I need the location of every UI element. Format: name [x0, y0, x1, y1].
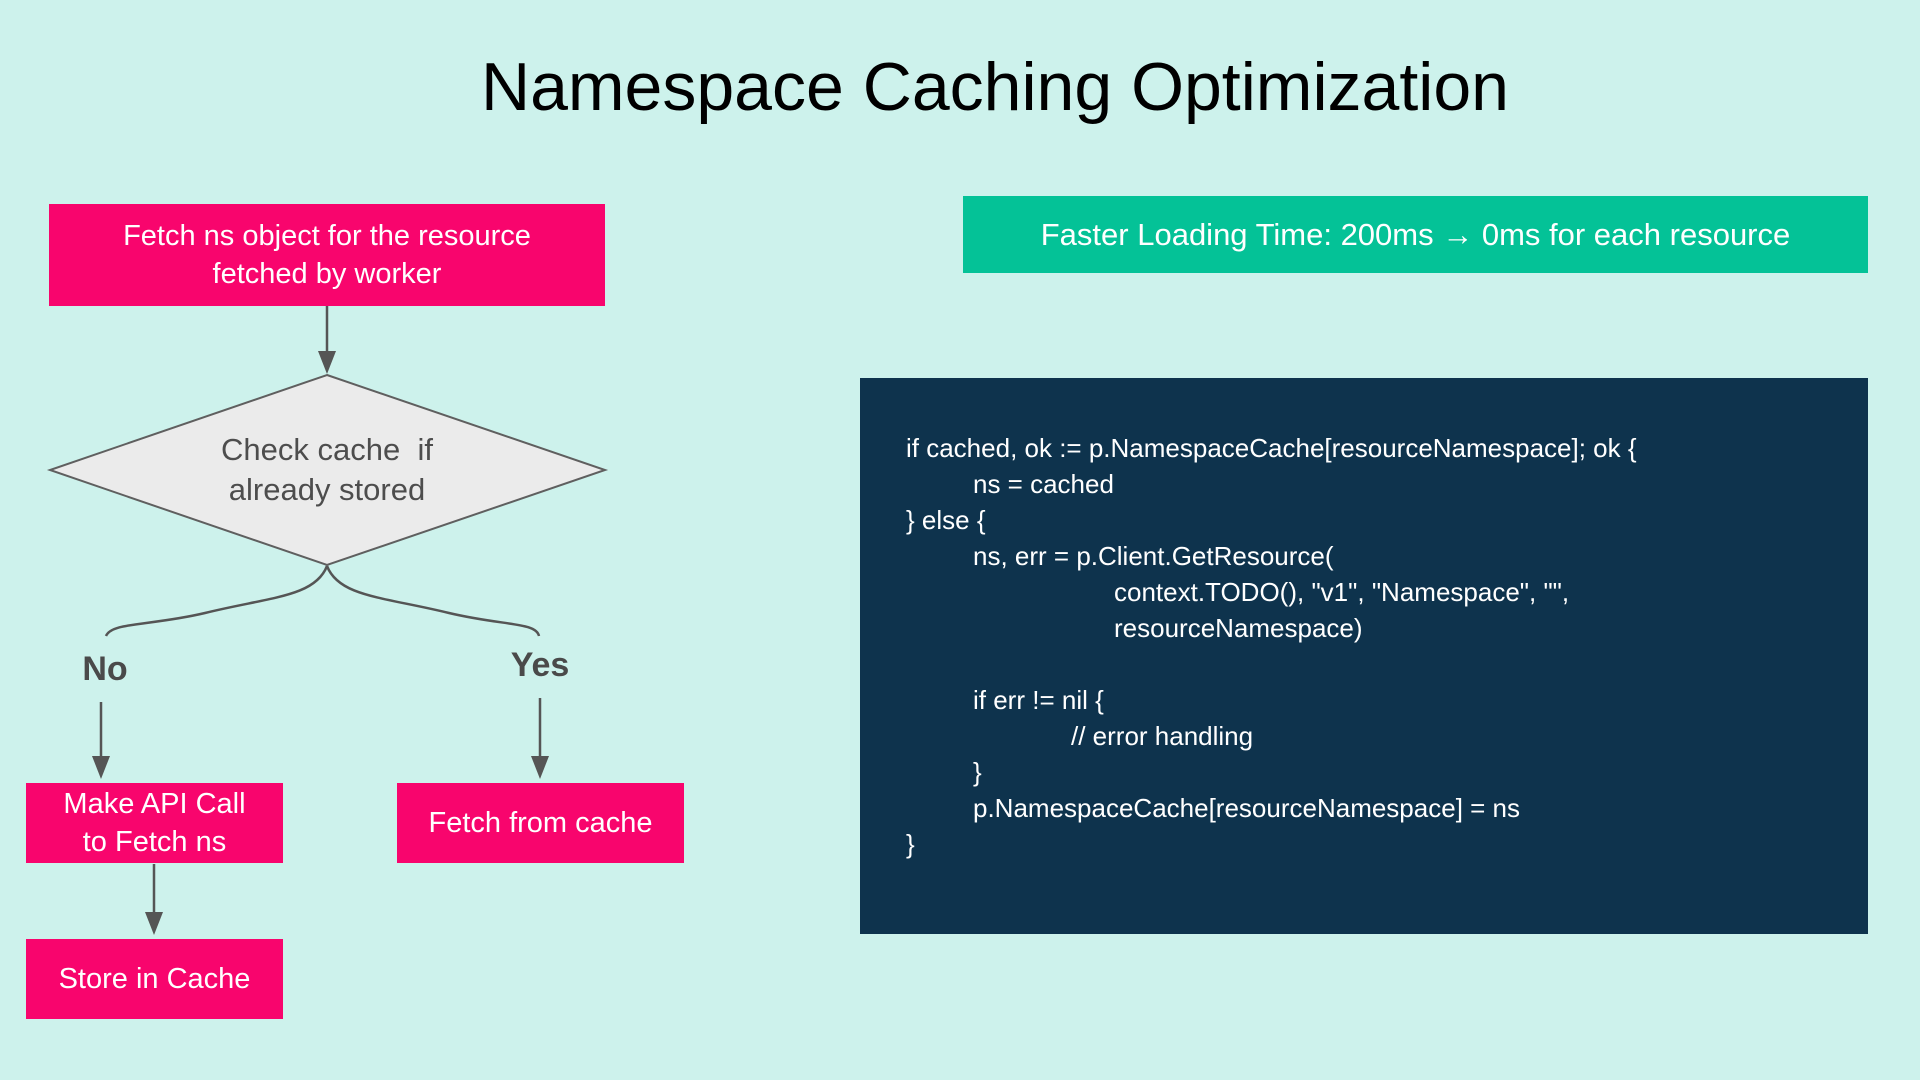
benefit-banner: Faster Loading Time: 200ms → 0ms for eac…: [963, 196, 1868, 273]
flow-node-fetch-from-cache: Fetch from cache: [397, 783, 684, 863]
code-line: [906, 646, 1848, 682]
code-line: p.NamespaceCache[resourceNamespace] = ns: [973, 793, 1521, 823]
flow-node-start: Fetch ns object for the resource fetched…: [49, 204, 605, 306]
flow-node-make-api-call: Make API Call to Fetch ns: [26, 783, 283, 863]
arrow-yes-to-fetchcache: [531, 698, 549, 779]
code-line: if cached, ok := p.NamespaceCache[resour…: [906, 433, 1637, 463]
code-line: context.TODO(), "v1", "Namespace", "",: [1114, 577, 1570, 607]
branch-label-no: No: [82, 650, 128, 688]
flow-node-store-in-cache: Store in Cache: [26, 939, 283, 1019]
code-line: }: [973, 757, 982, 787]
branch-curves: [104, 565, 541, 637]
arrow-apicall-to-store: [145, 864, 163, 935]
arrow-no-to-apicall: [92, 702, 110, 779]
branch-label-yes: Yes: [510, 646, 570, 684]
code-lines: if cached, ok := p.NamespaceCache[resour…: [906, 430, 1848, 862]
page-title: Namespace Caching Optimization: [480, 49, 1510, 125]
code-block: if cached, ok := p.NamespaceCache[resour…: [860, 378, 1868, 934]
branch-curve-yes: [325, 565, 541, 637]
code-line: } else {: [906, 505, 986, 535]
arrow-start-to-decision: [318, 306, 336, 374]
code-line: resourceNamespace): [1114, 613, 1363, 643]
code-line: ns = cached: [973, 469, 1114, 499]
flow-node-decision-label: Check cache if already stored: [221, 432, 433, 507]
code-line: // error handling: [1071, 721, 1254, 751]
code-line: ns, err = p.Client.GetResource(: [973, 541, 1334, 571]
branch-curve-no: [104, 565, 329, 637]
code-line: if err != nil {: [973, 685, 1104, 715]
code-line: }: [906, 829, 915, 859]
